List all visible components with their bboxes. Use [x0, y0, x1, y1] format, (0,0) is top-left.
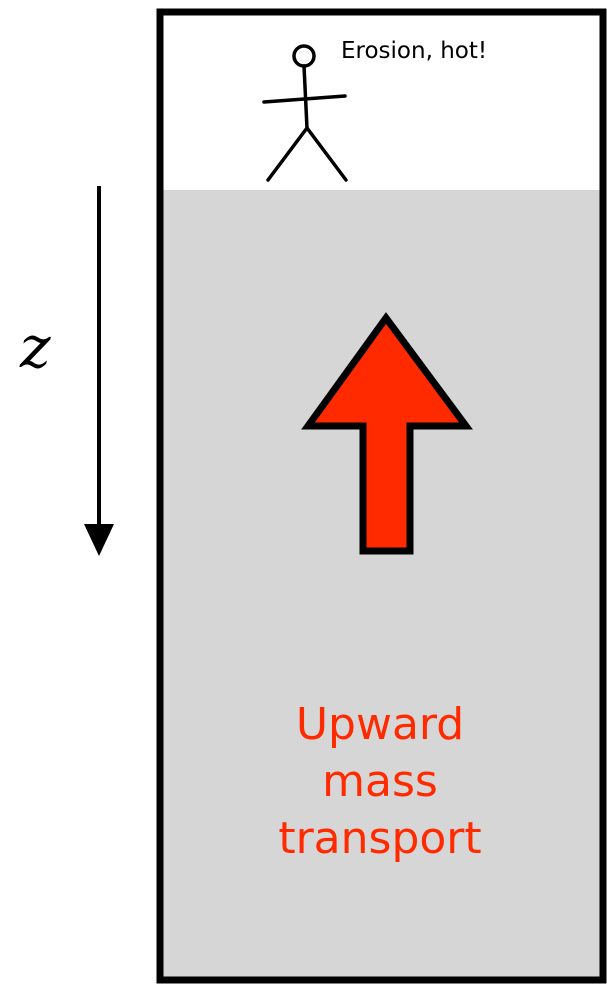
depth-axis-label: z — [20, 313, 51, 381]
down-arrow-icon — [84, 186, 114, 556]
column-outline — [156, 8, 607, 984]
transport-label-line: Upward — [295, 699, 465, 750]
up-arrow-icon — [301, 312, 473, 555]
transport-label: Upward mass transport — [162, 696, 598, 867]
surface-caption: Erosion, hot! — [341, 38, 488, 64]
transport-label-line: transport — [278, 813, 482, 864]
transport-label-line: mass — [322, 756, 438, 807]
stick-figure-icon — [262, 44, 348, 182]
